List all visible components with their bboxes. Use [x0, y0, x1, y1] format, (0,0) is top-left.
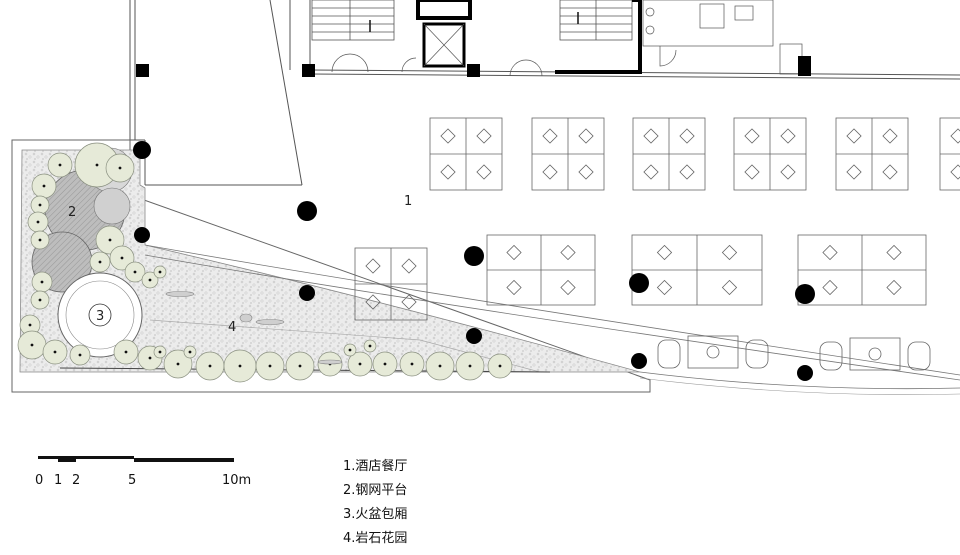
- tree-trunk: [348, 348, 352, 352]
- scale-segment: [38, 456, 58, 459]
- tree-trunk: [78, 353, 82, 357]
- fire-pit-pavilion: [57, 272, 143, 358]
- tree-trunk: [498, 364, 502, 368]
- workstation-cluster: [429, 117, 503, 191]
- scale-tick-2: 2: [72, 473, 80, 488]
- elevator-core: [416, 0, 472, 68]
- zone-4-number: 4: [228, 320, 236, 335]
- legend-item-rock-garden: 4.岩石花园: [343, 531, 408, 546]
- tree-trunk: [358, 362, 362, 366]
- lounge-seating: [819, 337, 931, 371]
- tree-trunk: [148, 356, 152, 360]
- tree-trunk: [176, 362, 180, 366]
- column: [297, 201, 317, 221]
- tree-trunk: [188, 350, 192, 354]
- legend: 1.酒店餐厅 2.钢网平台 3.火盆包厢 4.岩石花园: [343, 455, 407, 551]
- tree-trunk: [120, 256, 124, 260]
- column: [795, 284, 815, 304]
- tree-trunk: [118, 166, 122, 170]
- column: [134, 227, 150, 243]
- column: [629, 273, 649, 293]
- workstations: [354, 117, 960, 371]
- column: [631, 353, 647, 369]
- tree-trunk: [438, 364, 442, 368]
- column: [299, 285, 315, 301]
- scale-segment: [76, 456, 134, 459]
- tree-trunk: [40, 280, 44, 284]
- stair-core-left: [311, 0, 395, 41]
- tree-trunk: [158, 350, 162, 354]
- scale-segment: [58, 456, 76, 462]
- tree-trunk: [38, 298, 42, 302]
- tree-trunk: [28, 323, 32, 327]
- zone-3-number: 3: [96, 309, 104, 324]
- column: [466, 328, 482, 344]
- garden-rocks: [165, 291, 343, 365]
- tree-trunk: [42, 184, 46, 188]
- workstation-cluster: [354, 247, 428, 321]
- scale-tick-10m: 10m: [222, 473, 251, 488]
- tree-trunk: [148, 278, 152, 282]
- floor-plan: 1 2 3 4: [11, 0, 960, 395]
- stair-core-right: [555, 0, 642, 74]
- tree-trunk: [268, 364, 272, 368]
- tree-trunk: [30, 343, 34, 347]
- tree-trunk: [208, 364, 212, 368]
- building-upper: [129, 0, 960, 186]
- scale-segment: [134, 458, 234, 462]
- legend-item-fire-pit-pavilion: 3.火盆包厢: [343, 507, 408, 522]
- workstation-cluster: [797, 234, 927, 306]
- tree-trunk: [133, 270, 137, 274]
- zone-2-number: 2: [68, 205, 76, 220]
- structural-walls: [136, 56, 811, 77]
- tree-trunk: [368, 344, 372, 348]
- column: [464, 246, 484, 266]
- scale-tick-0: 0: [35, 473, 43, 488]
- tree-trunk: [98, 260, 102, 264]
- column: [133, 141, 151, 159]
- legend-item-steel-mesh-platform: 2.钢网平台: [343, 483, 408, 498]
- tree-trunk: [38, 238, 42, 242]
- door-swings: [331, 53, 543, 77]
- workstation-cluster: [835, 117, 909, 191]
- tree-trunk: [36, 220, 40, 224]
- workstation-cluster: [531, 117, 605, 191]
- column: [797, 365, 813, 381]
- workstation-cluster: [939, 117, 960, 191]
- tree-trunk: [124, 350, 128, 354]
- tree-trunk: [58, 163, 62, 167]
- columns: [133, 141, 815, 381]
- tree-trunk: [95, 163, 99, 167]
- tree-trunk: [238, 364, 242, 368]
- tree-trunk: [108, 238, 112, 242]
- tree-trunk: [383, 362, 387, 366]
- tree-trunk: [468, 364, 472, 368]
- scale-tick-1: 1: [54, 473, 62, 488]
- tree-trunk: [158, 270, 162, 274]
- workstation-cluster: [632, 117, 706, 191]
- lounge-seating: [657, 335, 769, 369]
- workstation-cluster: [486, 234, 596, 306]
- scale-tick-5: 5: [128, 473, 136, 488]
- legend-item-hotel-restaurant: 1.酒店餐厅: [343, 459, 408, 474]
- workstation-cluster: [733, 117, 807, 191]
- washrooms: [642, 0, 803, 75]
- zone-1-number: 1: [404, 194, 412, 209]
- tree-trunk: [410, 362, 414, 366]
- tree-trunk: [38, 203, 42, 207]
- scale-bar: 0 1 2 5 10m: [35, 456, 251, 488]
- tree-trunk: [53, 350, 57, 354]
- tree-trunk: [298, 364, 302, 368]
- garden-trees: [17, 142, 513, 383]
- workstation-cluster: [631, 234, 763, 306]
